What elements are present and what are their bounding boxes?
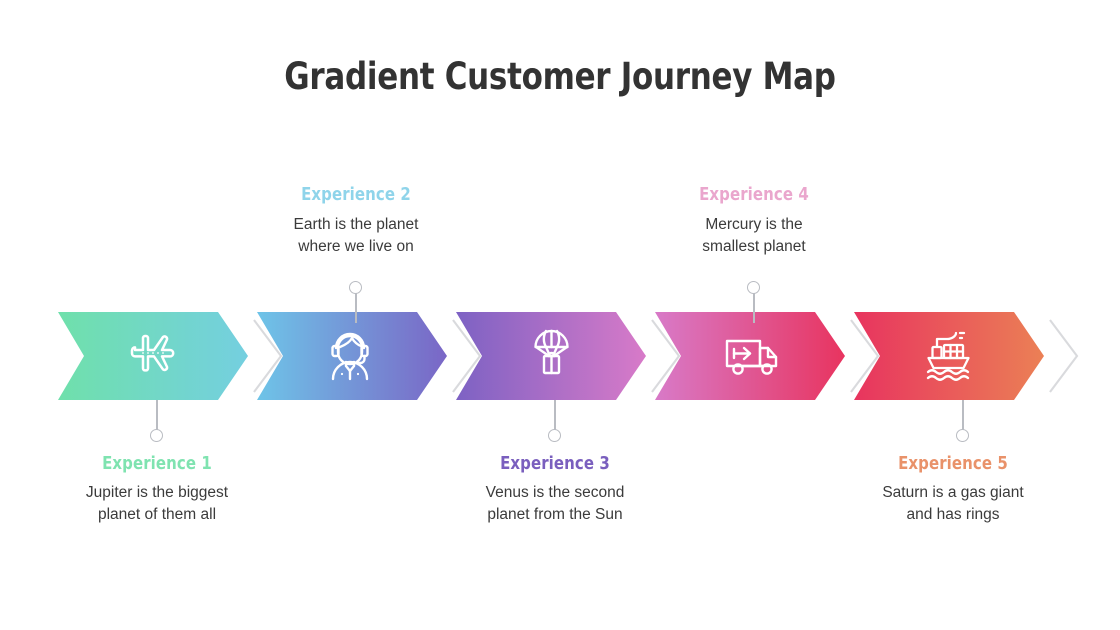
desc-line: Earth is the planet bbox=[293, 216, 419, 233]
connector-pin-5 bbox=[956, 400, 970, 442]
divider-chevron-5 bbox=[1049, 319, 1079, 393]
desc-line: Saturn is a gas giant bbox=[882, 484, 1024, 501]
experience-2-label: Experience 2 bbox=[301, 185, 411, 205]
experience-2-description: Earth is the planet where we live on bbox=[236, 214, 476, 259]
callout-experience-4: Experience 4 Mercury is the smallest pla… bbox=[634, 185, 874, 259]
connector-pin-2 bbox=[349, 281, 363, 323]
desc-line: Jupiter is the biggest bbox=[85, 484, 229, 501]
connector-pin-4 bbox=[747, 281, 761, 323]
desc-line: smallest planet bbox=[702, 238, 806, 256]
desc-line: planet of them all bbox=[97, 506, 217, 524]
callout-experience-3: Experience 3 Venus is the second planet … bbox=[435, 454, 675, 527]
parachute-package-icon bbox=[534, 329, 569, 375]
experience-5-description: Saturn is a gas giant and has rings bbox=[833, 482, 1073, 527]
desc-line: where we live on bbox=[298, 238, 414, 256]
experience-3-description: Venus is the second planet from the Sun bbox=[435, 482, 675, 527]
desc-line: Venus is the second bbox=[485, 484, 625, 501]
connector-pin-1 bbox=[150, 400, 164, 442]
delivery-truck-icon bbox=[725, 339, 778, 375]
chevron-divider-outlines bbox=[253, 319, 1079, 393]
experience-3-label: Experience 3 bbox=[500, 454, 610, 474]
desc-line: and has rings bbox=[906, 506, 1000, 524]
divider-chevron-1 bbox=[253, 319, 283, 393]
callout-experience-1: Experience 1 Jupiter is the biggest plan… bbox=[37, 454, 277, 527]
support-agent-headset-icon bbox=[331, 332, 369, 381]
experience-4-label: Experience 4 bbox=[699, 185, 809, 205]
chevron-segment-4 bbox=[655, 312, 845, 400]
connector-pin-3 bbox=[548, 400, 562, 442]
desc-line: Mercury is the bbox=[705, 216, 803, 233]
page-title: Gradient Customer Journey Map bbox=[284, 55, 836, 98]
experience-1-label: Experience 1 bbox=[102, 454, 212, 474]
chevron-segment-5 bbox=[854, 312, 1044, 400]
experience-1-description: Jupiter is the biggest planet of them al… bbox=[37, 482, 277, 527]
desc-line: planet from the Sun bbox=[487, 506, 623, 524]
experience-5-label: Experience 5 bbox=[898, 454, 1008, 474]
chevron-segment-2 bbox=[257, 312, 447, 400]
divider-chevron-3 bbox=[651, 319, 681, 393]
callout-experience-5: Experience 5 Saturn is a gas giant and h… bbox=[833, 454, 1073, 527]
journey-chevron-band bbox=[0, 306, 1120, 406]
divider-chevron-4 bbox=[850, 319, 880, 393]
airplane-icon bbox=[130, 334, 175, 372]
experience-4-description: Mercury is the smallest planet bbox=[634, 214, 874, 259]
callout-experience-2: Experience 2 Earth is the planet where w… bbox=[236, 185, 476, 259]
cargo-ship-icon bbox=[926, 331, 970, 381]
divider-chevron-2 bbox=[452, 319, 482, 393]
